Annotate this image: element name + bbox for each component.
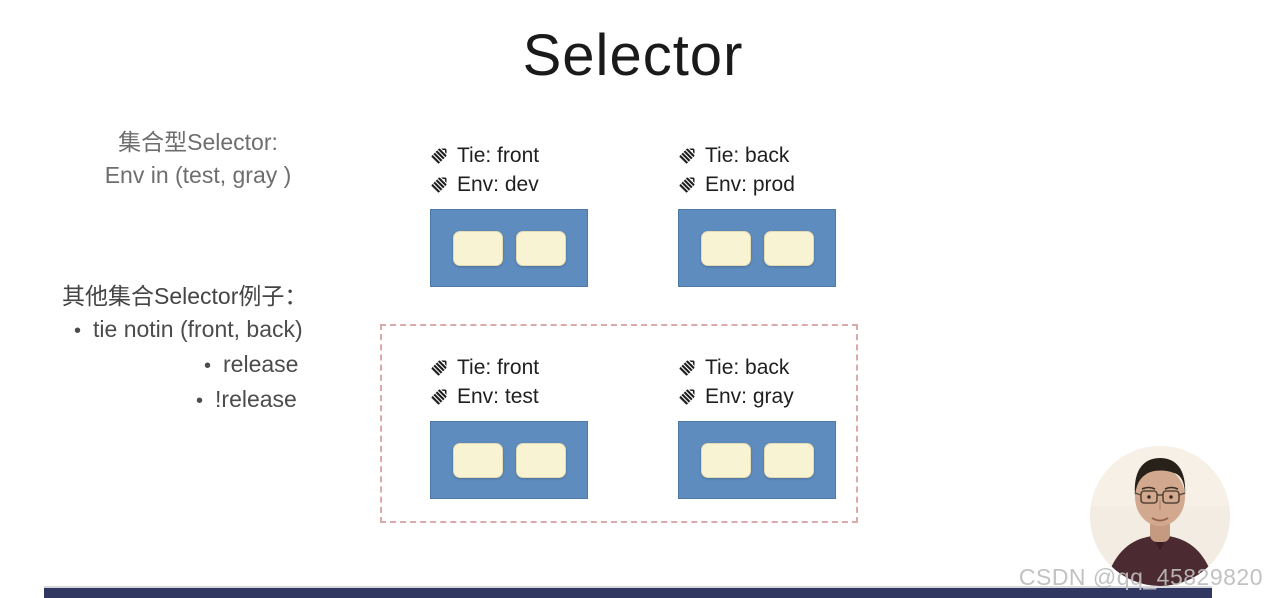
container-box <box>515 230 566 266</box>
pod-box <box>430 421 588 499</box>
pod-prod: Tie: back Env: prod <box>678 141 836 287</box>
pod-label-text: Tie: front <box>457 355 540 379</box>
pod-label: Tie: front <box>430 353 588 382</box>
pod-label-text: Env: test <box>457 384 539 408</box>
tag-icon <box>430 359 448 377</box>
container-box <box>515 442 566 478</box>
pod-test: Tie: front Env: test <box>430 353 588 499</box>
bullet-marker: • <box>196 390 204 412</box>
pod-label-text: Tie: front <box>457 143 540 167</box>
container-box <box>700 442 751 478</box>
set-selector-heading: 集合型Selector: <box>118 129 278 155</box>
pod-dev: Tie: front Env: dev <box>430 141 588 287</box>
list-item-text: tie notin (front, back) <box>93 316 303 342</box>
container-box <box>700 230 751 266</box>
pod-label: Env: prod <box>678 170 836 199</box>
footer-bar <box>44 586 1212 598</box>
presenter-webcam-avatar <box>1090 446 1230 586</box>
pod-gray: Tie: back Env: gray <box>678 353 836 499</box>
pod-label-text: Env: dev <box>457 172 539 196</box>
pod-box <box>430 209 588 287</box>
tag-icon <box>430 147 448 165</box>
pod-label-text: Env: prod <box>705 172 795 196</box>
tag-icon <box>678 388 696 406</box>
tag-icon <box>430 176 448 194</box>
list-item: • release <box>28 348 384 383</box>
pod-label: Env: dev <box>430 170 588 199</box>
other-examples-note: 其他集合Selector例子： • tie notin (front, back… <box>28 280 384 418</box>
list-item-text: !release <box>215 386 297 412</box>
pod-label-text: Tie: back <box>705 355 790 379</box>
tag-icon <box>678 147 696 165</box>
selected-pods-outline <box>380 324 858 523</box>
pod-label: Env: test <box>430 382 588 411</box>
list-item: • tie notin (front, back) <box>28 313 384 348</box>
bullet-marker: • <box>204 355 212 377</box>
other-examples-heading: 其他集合Selector例子： <box>62 283 308 309</box>
set-selector-note: 集合型Selector: Env in (test, gray ) <box>28 126 368 192</box>
set-selector-expression: Env in (test, gray ) <box>104 162 292 188</box>
csdn-watermark: CSDN @qq_45829820 <box>1018 564 1263 590</box>
list-item: • !release <box>28 383 384 418</box>
list-item-text: release <box>223 351 299 377</box>
page-title: Selector <box>522 23 744 88</box>
pod-label: Tie: front <box>430 141 588 170</box>
pod-label-text: Env: gray <box>705 384 794 408</box>
pod-label: Tie: back <box>678 141 836 170</box>
tag-icon <box>678 176 696 194</box>
tag-icon <box>678 359 696 377</box>
container-box <box>763 442 814 478</box>
container-box <box>452 442 503 478</box>
presenter-illustration <box>1090 446 1230 586</box>
pod-label-text: Tie: back <box>705 143 790 167</box>
container-box <box>763 230 814 266</box>
container-box <box>452 230 503 266</box>
pod-label: Tie: back <box>678 353 836 382</box>
tag-icon <box>430 388 448 406</box>
pod-box <box>678 421 836 499</box>
pod-label: Env: gray <box>678 382 836 411</box>
bullet-marker: • <box>74 320 82 342</box>
pod-box <box>678 209 836 287</box>
